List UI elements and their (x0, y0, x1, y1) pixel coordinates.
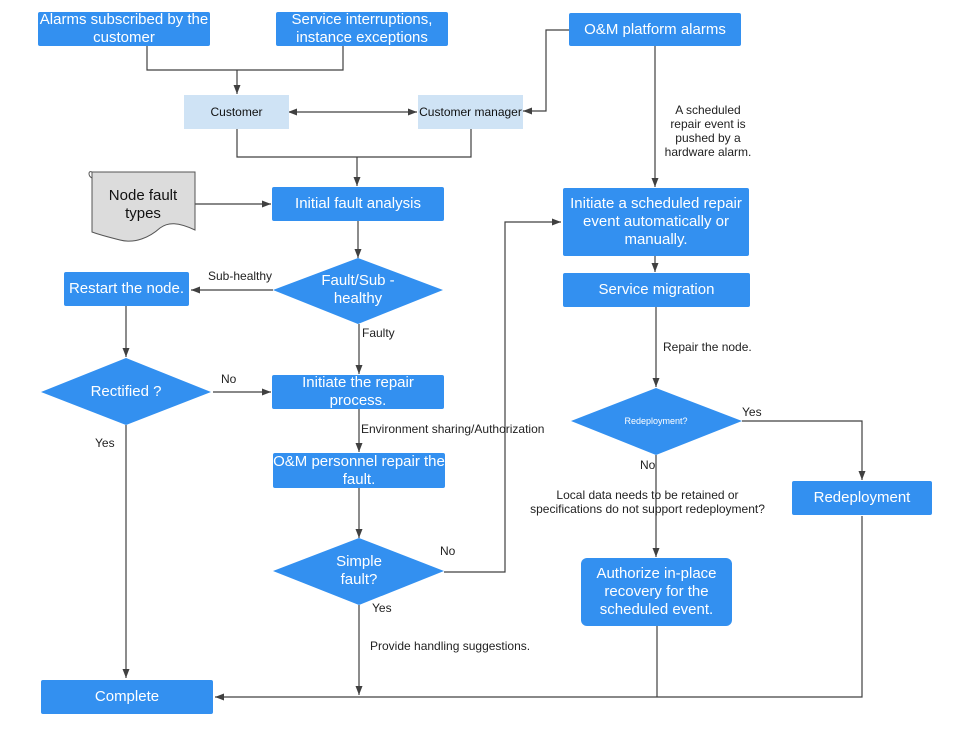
initial-fault-analysis-box: Initial fault analysis (272, 187, 444, 221)
sub-healthy-label: Sub-healthy (208, 269, 273, 283)
simple-fault-diamond (273, 538, 444, 605)
simple-no-label: No (440, 544, 456, 558)
edge-alarms-to-customer (146, 46, 237, 71)
repair-node-label: Repair the node. (663, 340, 752, 354)
alarms-subscribed-box: Alarms subscribed by the customer (38, 11, 210, 46)
fault-subhealthy-diamond (273, 258, 443, 324)
complete-box: Complete (41, 680, 213, 714)
node-fault-types-shape (91, 171, 196, 242)
scheduled-pushed-label: A scheduled repair event is pushed by a … (664, 103, 752, 159)
faulty-label: Faulty (362, 326, 395, 340)
redeployment-box: Redeployment (792, 481, 932, 515)
redeploy-no-label: No (640, 458, 656, 472)
om-platform-alarms-box: O&M platform alarms (569, 13, 741, 46)
rectified-text: Rectified ? (90, 383, 162, 400)
rectified-diamond (41, 358, 211, 425)
customer-manager-box: Customer manager (418, 95, 523, 129)
restart-node-box: Restart the node. (64, 272, 189, 306)
om-personnel-repair-box: O&M personnel repair the fault. (273, 452, 445, 488)
redeploy-yes-label: Yes (742, 405, 762, 419)
customer-box: Customer (184, 95, 289, 129)
rectified-yes-label: Yes (95, 436, 115, 450)
edge-redeploy-yes (742, 420, 866, 480)
edge-interruptions-to-customer (237, 46, 344, 71)
redeployment-q-text: Redeployment? (624, 416, 688, 426)
simple-yes-label: Yes (372, 601, 392, 615)
node-fault-types-label: Node fault types (108, 187, 178, 222)
simple-fault-text: Simple fault? (336, 553, 382, 588)
edge-customer-to-analysis (236, 129, 357, 158)
initiate-scheduled-box: Initiate a scheduled repair event automa… (563, 188, 749, 256)
local-data-label: Local data needs to be retained or speci… (530, 488, 765, 516)
edge-redeployment-to-complete (215, 516, 863, 701)
authorize-inplace-box: Authorize in-place recovery for the sche… (581, 558, 732, 626)
edge-manager-to-analysis (357, 129, 472, 158)
edge-simple-no (444, 218, 561, 573)
env-sharing-label: Environment sharing/Authorization (361, 422, 545, 436)
fault-subhealthy-text: Fault/Sub -healthy (321, 272, 395, 307)
service-migration-box: Service migration (563, 273, 750, 307)
initiate-repair-box: Initiate the repair process. (272, 374, 444, 409)
handling-suggestions-label: Provide handling suggestions. (370, 639, 531, 653)
edge-om-to-manager (523, 29, 569, 115)
rectified-no-label: No (221, 372, 237, 386)
redeployment-q-diamond (571, 388, 742, 455)
service-interruptions-box: Service interruptions, instance exceptio… (276, 11, 448, 46)
